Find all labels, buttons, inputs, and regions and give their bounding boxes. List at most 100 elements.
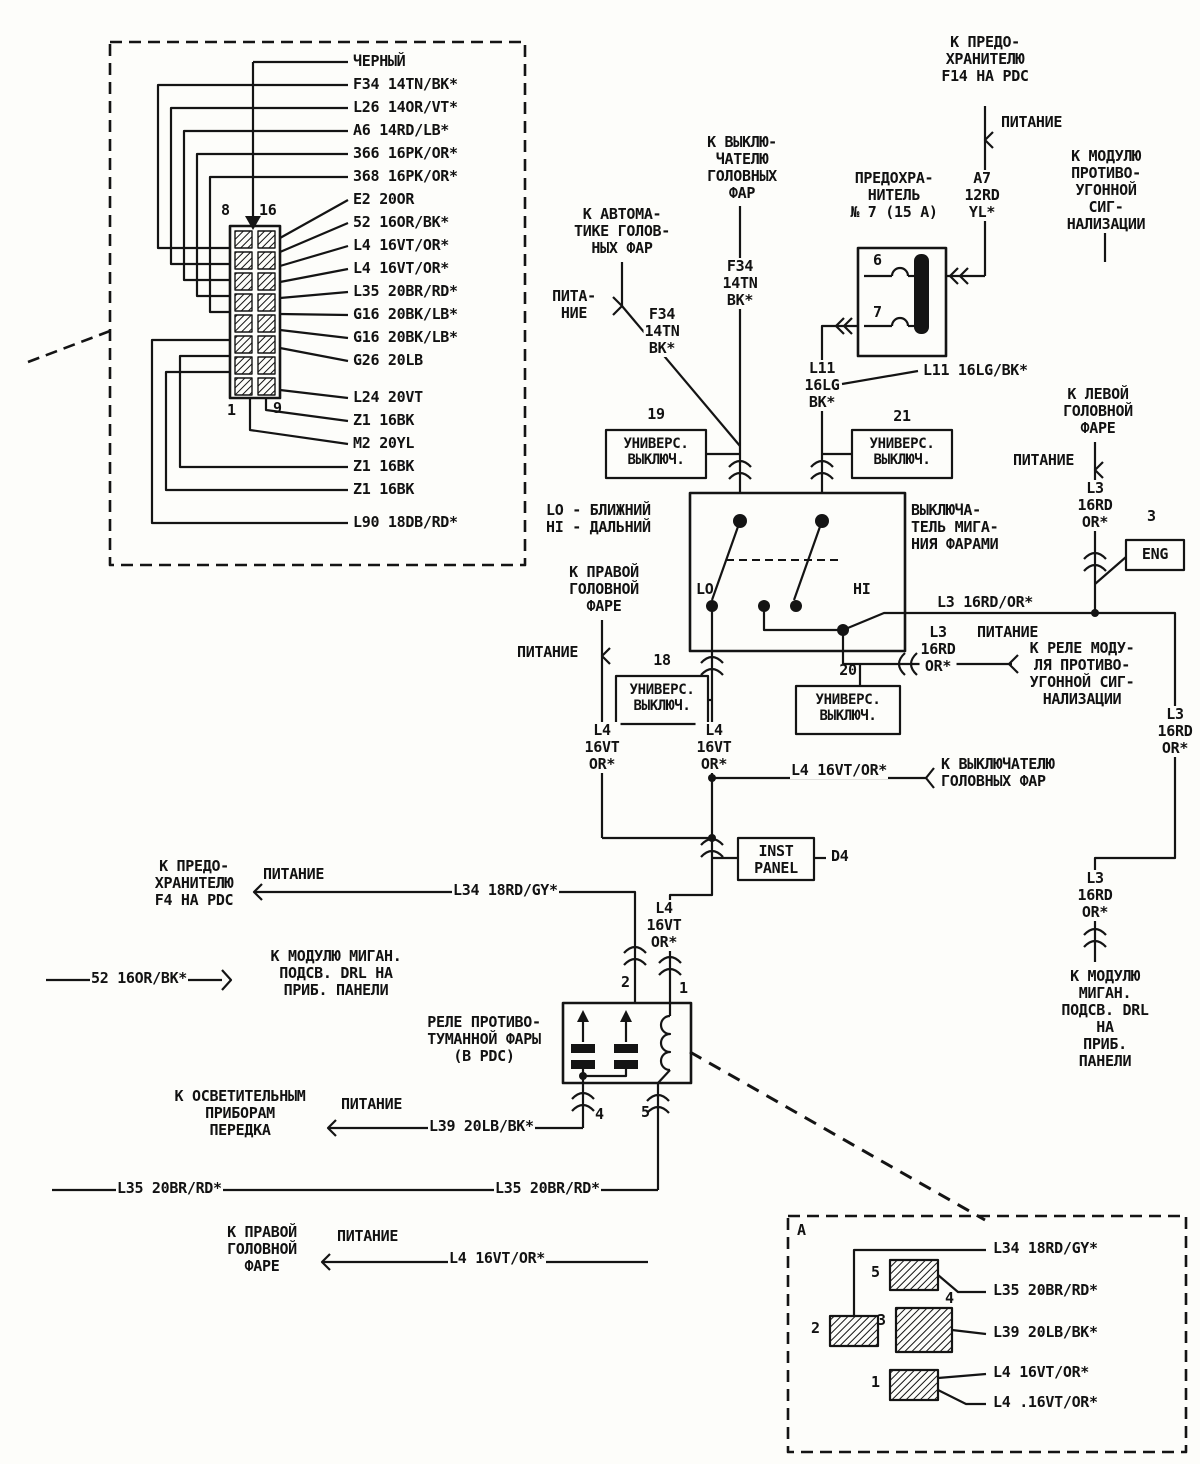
wire-label: E2 20OR bbox=[352, 190, 416, 209]
to-front-lighting-label: К ОСВЕТИТЕЛЬНЫМ ПРИБОРАМ ПЕРЕДКА bbox=[173, 1087, 307, 1140]
l4-wire-label: L4 16VT OR* bbox=[583, 721, 621, 774]
eng-pin-number: 3 bbox=[1147, 507, 1156, 525]
f34-wire-label: F34 14TN BK* bbox=[721, 257, 759, 310]
to-right-headlight-label: К ПРАВОЙ ГОЛОВНОЙ ФАРЕ bbox=[568, 563, 640, 616]
relay-pin-4: 4 bbox=[595, 1105, 604, 1123]
relay-pin-2: 2 bbox=[621, 973, 630, 991]
wire-label: L35 20BR/RD* bbox=[352, 282, 459, 301]
power-label: ПИТАНИЕ bbox=[977, 623, 1039, 641]
universal-switch-box-21: УНИВЕРС. ВЫКЛЮЧ. bbox=[869, 436, 935, 468]
leader-lines bbox=[150, 83, 349, 525]
power-label: ПИТАНИЕ bbox=[1001, 113, 1063, 131]
connector-pin-9: 9 bbox=[273, 399, 282, 417]
l4-wire-label: L4 16VT/OR* bbox=[790, 761, 889, 780]
wire-label: F34 14TN/BK* bbox=[352, 75, 459, 94]
l39-wire-label: L39 20LB/BK* bbox=[428, 1117, 535, 1136]
a7-wire-label: A7 12RD YL* bbox=[963, 169, 1001, 222]
wire-label: G16 20BK/LB* bbox=[352, 328, 459, 347]
lo-label: LO bbox=[696, 580, 714, 598]
to-headlight-automation-label: К АВТОМА- ТИКЕ ГОЛОВ- НЫХ ФАР bbox=[572, 205, 672, 258]
wire-label: Z1 16BK bbox=[352, 411, 416, 430]
universal-switch-box-18: УНИВЕРС. ВЫКЛЮЧ. bbox=[629, 682, 695, 714]
wire-label: 366 16PK/OR* bbox=[352, 144, 459, 163]
wire-52-label: 52 16OR/BK* bbox=[90, 969, 189, 988]
l35-wire-label: L35 20BR/RD* bbox=[993, 1281, 1098, 1299]
relay-pin-5: 5 bbox=[641, 1103, 650, 1121]
l34-wire-label: L34 18RD/GY* bbox=[993, 1239, 1098, 1257]
eng-box-label: ENG bbox=[1141, 545, 1169, 563]
l11-wire-label: L11 16LG/BK* bbox=[923, 361, 1028, 379]
wire-label: L24 20VT bbox=[352, 388, 424, 407]
wire-label: ЧЕРНЫЙ bbox=[352, 52, 407, 71]
power-label: ПИТАНИЕ bbox=[337, 1227, 399, 1245]
hi-label: HI bbox=[853, 580, 871, 598]
l11-wire-label: L11 16LG BK* bbox=[803, 359, 841, 412]
l4-wire-label: L4 16VT OR* bbox=[695, 721, 733, 774]
wire-label: L90 18DB/RD* bbox=[352, 513, 459, 532]
box-21-number: 21 bbox=[893, 407, 911, 425]
to-drl-module-label: К МОДУЛЮ МИГАН. ПОДСВ. DRL НА ПРИБ. ПАНЕ… bbox=[269, 947, 403, 1000]
l4-wire-label: L4 16VT OR* bbox=[645, 899, 683, 952]
fuse-pin-7: 7 bbox=[873, 303, 882, 321]
wire-label: G16 20BK/LB* bbox=[352, 305, 459, 324]
connector-graphic bbox=[27, 40, 527, 567]
wire-label: А6 14RD/LB* bbox=[352, 121, 451, 140]
l4-wire-label: L4 16VT/OR* bbox=[993, 1363, 1090, 1381]
power-label: ПИТАНИЕ bbox=[1013, 451, 1075, 469]
wire-label: L4 16VT/OR* bbox=[352, 259, 451, 278]
l4-wire-label: L4 16VT/OR* bbox=[448, 1249, 547, 1268]
l3-wire-label: L3 16RD OR* bbox=[1156, 705, 1194, 758]
to-fuse-f14-label: К ПРЕДО- ХРАНИТЕЛЮ F14 НА PDC bbox=[940, 33, 1030, 86]
to-drl-module-label: К МОДУЛЮ МИГАН. ПОДСВ. DRL НА ПРИБ. ПАНЕ… bbox=[1057, 967, 1153, 1071]
wire-label: L4 16VT/OR* bbox=[352, 236, 451, 255]
to-headlight-switch-label: К ВЫКЛЮЧАТЕЛЮ ГОЛОВНЫХ ФАР bbox=[940, 755, 1056, 791]
wire-label: 52 16OR/BK* bbox=[352, 213, 451, 232]
l35-wire-label: L35 20BR/RD* bbox=[116, 1179, 223, 1198]
universal-switch-box-19: УНИВЕРС. ВЫКЛЮЧ. bbox=[623, 436, 689, 468]
flasher-title: ВЫКЛЮЧА- ТЕЛЬ МИГА- НИЯ ФАРАМИ bbox=[910, 501, 1000, 554]
to-left-headlight-label: К ЛЕВОЙ ГОЛОВНОЙ ФАРЕ bbox=[1062, 385, 1134, 438]
d4-label: D4 bbox=[831, 847, 849, 865]
to-antitheft-relay-label: К РЕЛЕ МОДУ- ЛЯ ПРОТИВО- УГОННОЙ СИГ- НА… bbox=[1028, 639, 1136, 709]
fuse-block bbox=[809, 106, 1107, 514]
power-label: ПИТАНИЕ bbox=[517, 643, 579, 661]
fuse-pin-6: 6 bbox=[873, 251, 882, 269]
wire-label: M2 20YL bbox=[352, 434, 416, 453]
to-right-headlight-label: К ПРАВОЙ ГОЛОВНОЙ ФАРЕ bbox=[226, 1223, 298, 1276]
l3-wire-label: L3 16RD OR* bbox=[1076, 479, 1114, 532]
relay-pin-1: 1 bbox=[679, 979, 688, 997]
wire-label: Z1 16BK bbox=[352, 457, 416, 476]
fog-relay-title: РЕЛЕ ПРОТИВО- ТУМАННОЙ ФАРЫ (В PDC) bbox=[426, 1013, 542, 1066]
flasher-switch-box bbox=[614, 491, 1095, 736]
l35-wire-label: L35 20BR/RD* bbox=[494, 1179, 601, 1198]
l3-wire-label: L3 16RD/OR* bbox=[937, 593, 1034, 611]
connector-pin-3: 3 bbox=[877, 1311, 886, 1329]
box-20-number: 20 bbox=[839, 661, 857, 679]
power-label: ПИТАНИЕ bbox=[263, 865, 325, 883]
connector-pin-1: 1 bbox=[227, 401, 236, 419]
to-headlight-switch-label: К ВЫКЛЮ- ЧАТЕЛЮ ГОЛОВНЫХ ФАР bbox=[706, 133, 778, 203]
connector-pin-8: 8 bbox=[221, 201, 230, 219]
l39-wire-label: L39 20LB/BK* bbox=[993, 1323, 1098, 1341]
box-18-number: 18 bbox=[653, 651, 671, 669]
lo-hi-legend: LO - БЛИЖНИЙ HI - ДАЛЬНИЙ bbox=[545, 501, 652, 537]
connector-pin-2: 2 bbox=[811, 1319, 820, 1337]
l3-wire-label: L3 16RD OR* bbox=[1076, 869, 1114, 922]
power-label: ПИТАНИЕ bbox=[341, 1095, 403, 1113]
bottom-connector-graphic bbox=[786, 1214, 1188, 1454]
center-wiring bbox=[604, 206, 753, 514]
connector-a-label: A bbox=[797, 1221, 806, 1239]
power-label: ПИТА- НИЕ bbox=[552, 287, 596, 323]
connector-pin-5: 5 bbox=[871, 1263, 880, 1281]
wire-label: L26 14OR/VT* bbox=[352, 98, 459, 117]
l4-wire-label: L4 .16VT/OR* bbox=[993, 1393, 1098, 1411]
wire-label: 368 16PK/OR* bbox=[352, 167, 459, 186]
connector-pin-1: 1 bbox=[871, 1373, 880, 1391]
to-fuse-f4-label: К ПРЕДО- ХРАНИТЕЛЮ F4 НА PDC bbox=[153, 857, 235, 910]
inst-panel-box-label: INST PANEL bbox=[754, 842, 798, 878]
connector-pin-16: 16 bbox=[259, 201, 277, 219]
fuse-title: ПРЕДОХРА- НИТЕЛЬ № 7 (15 А) bbox=[849, 169, 939, 222]
wire-label: G26 20LB bbox=[352, 351, 424, 370]
